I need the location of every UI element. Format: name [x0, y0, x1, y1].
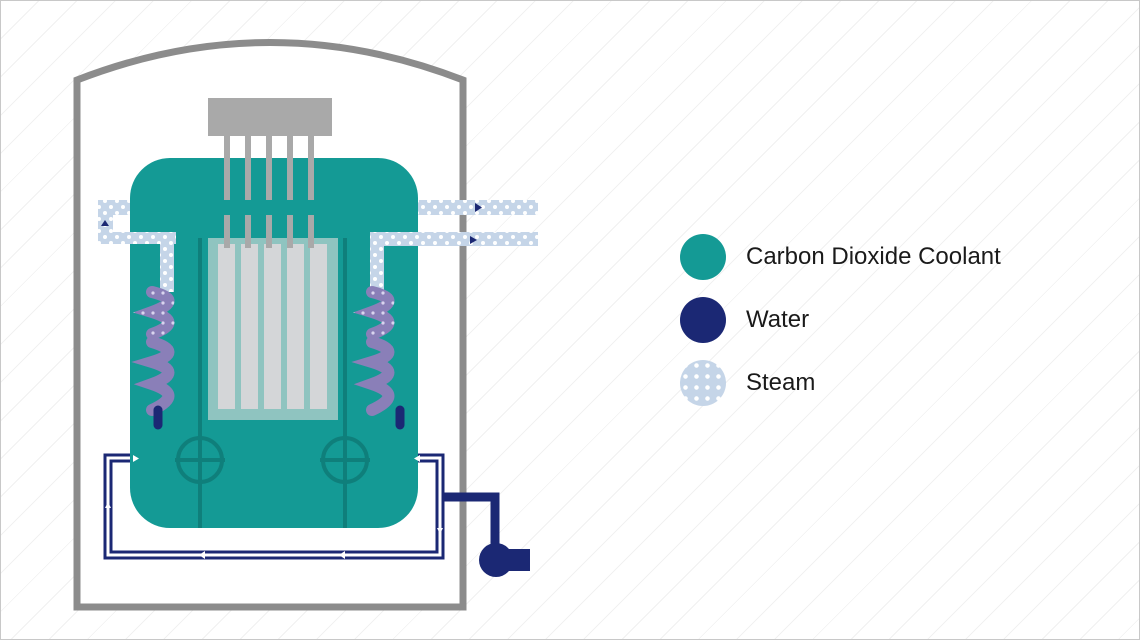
vessel-internals — [175, 238, 370, 528]
legend-item-steam: Steam — [680, 360, 1001, 406]
legend-item-water: Water — [680, 297, 1001, 343]
flow-arrows — [101, 203, 482, 244]
arrow-steam-up — [101, 220, 109, 226]
water-flow-arrows — [105, 455, 443, 559]
legend-item-coolant: Carbon Dioxide Coolant — [680, 234, 1001, 280]
control-rod-drive — [208, 98, 332, 136]
coolant-swatch-icon — [680, 234, 726, 280]
steam-swatch-icon — [680, 360, 726, 406]
steam-generator-left — [131, 286, 175, 430]
steam-generator-right — [351, 286, 405, 430]
legend-label: Water — [746, 306, 810, 333]
arrow-steam-out-top — [475, 203, 482, 212]
legend-label: Carbon Dioxide Coolant — [746, 243, 1001, 270]
water-swatch-icon — [680, 297, 726, 343]
legend-label: Steam — [746, 369, 816, 396]
vessel-overlap — [130, 200, 418, 215]
water-pump — [479, 543, 530, 577]
fuel-assemblies — [218, 244, 327, 409]
control-rods — [224, 136, 314, 248]
legend: Carbon Dioxide Coolant Water Steam — [680, 234, 1001, 423]
arrow-steam-out-bottom — [470, 236, 477, 244]
